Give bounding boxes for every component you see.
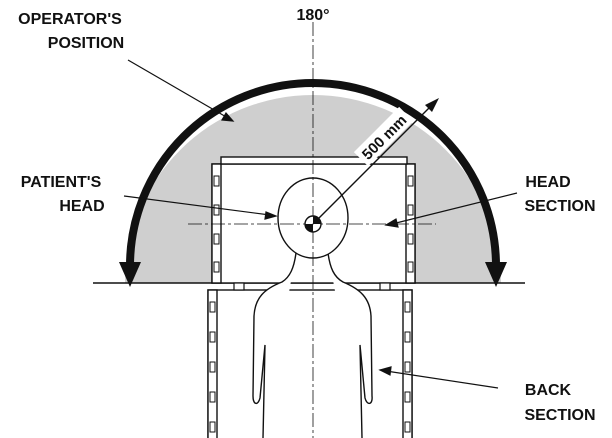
operator-position-label-line2: POSITION [48, 35, 124, 52]
arc-arrowhead-left [119, 262, 141, 287]
leader-lines [123, 59, 518, 389]
head-section-rail-right [405, 163, 416, 284]
head-section-label-line1: HEAD [525, 174, 570, 191]
rail-slots [209, 175, 414, 433]
radius-arrow [312, 102, 435, 225]
radius-arrowhead [425, 98, 439, 112]
operator-position-label-line1: OPERATOR'S [18, 11, 122, 28]
patient-body-outline [252, 252, 373, 438]
operator-arc [126, 79, 500, 267]
back-section-label-line2: SECTION [524, 407, 595, 424]
patient-head-label-line1: PATIENT'S [21, 174, 102, 191]
head-section-rail-left [211, 163, 222, 284]
head-section-top-bar [220, 156, 408, 165]
patient-head-label-line2: HEAD [59, 198, 104, 215]
back-section-label-line1: BACK [525, 382, 572, 399]
back-section-frame [207, 289, 413, 438]
section-connector-right [379, 282, 391, 291]
head-section-label-line2: SECTION [524, 198, 595, 215]
section-connector-left [233, 282, 245, 291]
angle-label: 180° [296, 7, 329, 24]
arc-arrowhead-right [485, 262, 507, 287]
